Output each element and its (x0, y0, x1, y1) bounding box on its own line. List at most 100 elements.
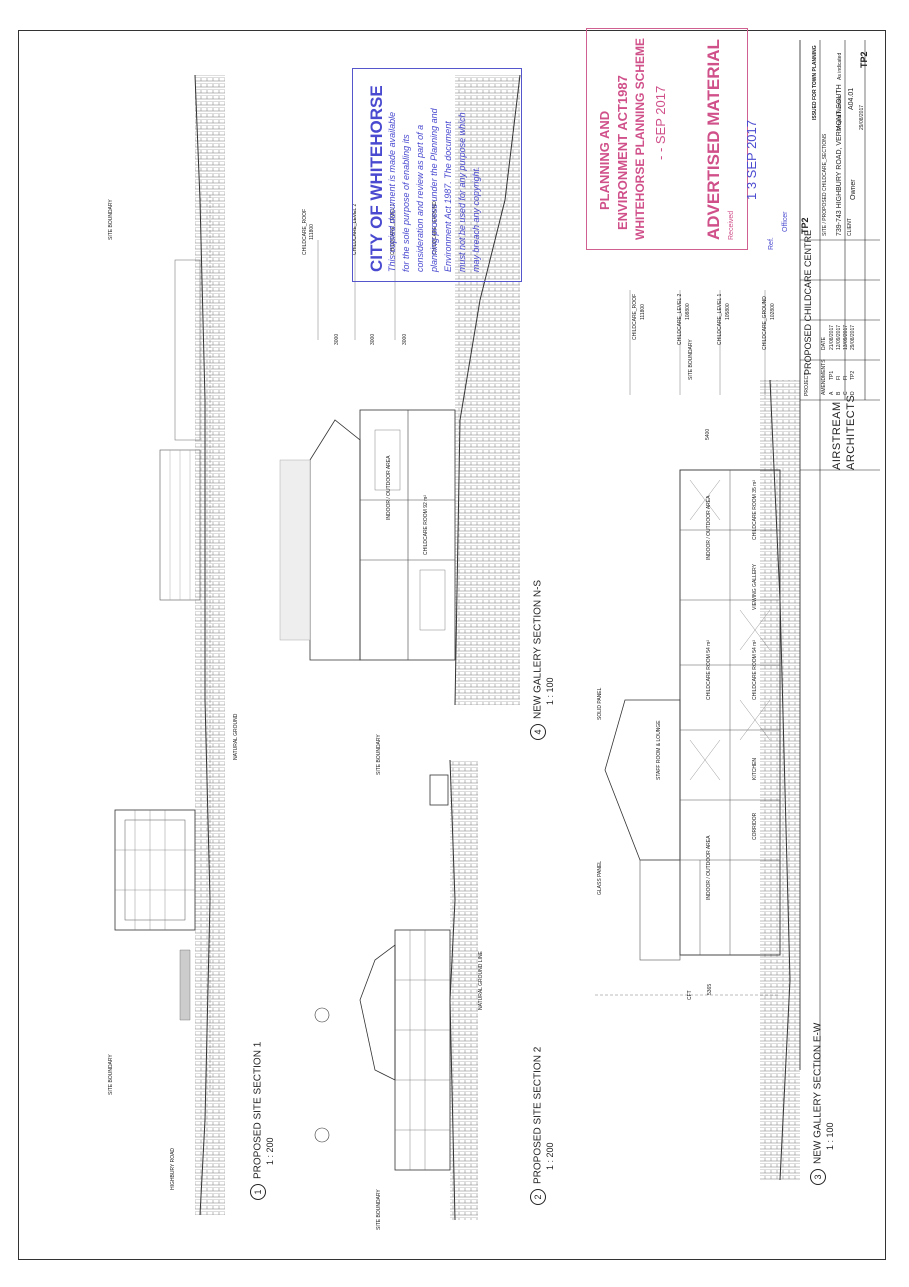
section-4-scale: 1 : 100 (545, 677, 555, 705)
glass-panel-label: GLASS PANEL (597, 860, 603, 895)
site-boundary-label-1a: SITE BOUNDARY (108, 1054, 114, 1095)
room-corridor: CORRIDOR (752, 812, 758, 840)
drawing-number: A04.01 (848, 87, 855, 110)
amendment-date: 29/08/2017 (850, 324, 856, 350)
level-l1-value-ew: 105800 (725, 303, 731, 320)
room-viewing-gallery: VIEWING GALLERY (752, 563, 758, 610)
dim-5365: 5365 (707, 983, 713, 995)
section-2-number: 2 (530, 1189, 546, 1205)
whitehorse-stamp-line-1: This copied document is made available (387, 111, 397, 272)
planning-stamp-date: - - SEP 2017 (653, 85, 668, 160)
section-4-title: 4 NEW GALLERY SECTION N-S (530, 580, 546, 740)
dim-3000-a: 3000 (334, 333, 340, 345)
ref-label: Ref. (768, 237, 775, 250)
revision: TP2 (859, 51, 869, 68)
room-indoor-outdoor-ew-a: INDOOR / OUTDOOR AREA (706, 495, 712, 560)
amendment-date: 13/09/2017 (843, 324, 849, 350)
whitehorse-stamp-title: CITY OF WHITEHORSE (367, 85, 386, 272)
issue-status: ISSUED FOR TOWN PLANNING (812, 45, 818, 120)
dim-3000-b: 3000 (370, 333, 376, 345)
amendment-desc: TP1 (829, 370, 835, 380)
level-roof-label-ew: CHILDCARE_ROOF (632, 293, 638, 340)
advertised-material-stamp: ADVERTISED MATERIAL (704, 39, 723, 240)
level-l2-value-ew: 108800 (685, 303, 691, 320)
solid-panel-label: SOLID PANEL (597, 687, 603, 720)
amendment-rev: A (829, 391, 835, 395)
room-kitchen: KITCHEN (752, 758, 758, 780)
site-boundary-label-3: SITE BOUNDARY (688, 339, 694, 380)
level-l2-label-ew: CHILDCARE_LEVEL 2 (677, 293, 683, 345)
room-childcare-35: CHILDCARE ROOM 35 m² (752, 479, 758, 540)
room-indoor-outdoor-ew-b: INDOOR / OUTDOOR AREA (706, 835, 712, 900)
received-label: Received (728, 210, 735, 240)
scale-label: As indicated (837, 52, 843, 80)
highbury-road-label: HIGHBURY ROAD (170, 1147, 176, 1190)
project-number-label: Project Number (837, 95, 843, 130)
whitehorse-stamp-line-5: Environment Act 1987. The document (443, 121, 453, 272)
amendment-rev: D (850, 391, 856, 395)
site-boundary-label-1b: SITE BOUNDARY (108, 199, 114, 240)
section-1-scale: 1 : 200 (265, 1137, 275, 1165)
whitehorse-copyright-stamp (352, 68, 522, 282)
section-1-name: PROPOSED SITE SECTION 1 (252, 1041, 264, 1179)
project-prefix: PROJECT (804, 372, 810, 396)
planning-scheme-stamp (586, 28, 748, 250)
room-childcare-92: CHILDCARE ROOM 92 m² (423, 494, 429, 555)
drawing-date: 29/08/2017 (859, 104, 865, 130)
natural-ground-line-label: NATURAL GROUND LINE (478, 951, 484, 1010)
amendment-date: 12/09/2017 (836, 324, 842, 350)
amendment-rev: C (843, 391, 849, 395)
whitehorse-stamp-line-3: consideration and review as part of a (415, 124, 425, 272)
amendment-desc: FI (836, 375, 842, 380)
site-boundary-label-2a: SITE BOUNDARY (376, 1189, 382, 1230)
planning-stamp-line-1: PLANNING AND (597, 110, 612, 210)
level-ground-value-ew: 102800 (770, 303, 776, 320)
section-3-name: NEW GALLERY SECTION E-W (812, 1022, 824, 1164)
site-boundary-label-2b: SITE BOUNDARY (376, 734, 382, 775)
gallery-section-ew (595, 290, 800, 1181)
issue-code: TP2 (800, 217, 810, 234)
amendment-desc: FI (843, 375, 849, 380)
whitehorse-stamp-line-6: must not be used for any purpose which (457, 112, 467, 272)
amendment-rev: B (836, 391, 842, 395)
sheet-label: SITE / PROPOSED CHILDCARE_SECTIONS (822, 133, 828, 236)
level-roof-value-ew: 111800 (640, 304, 646, 320)
room-staff: STAFF ROOM & LOUNGE (656, 720, 662, 780)
section-2-title: 2 PROPOSED SITE SECTION 2 (530, 1047, 546, 1205)
level-roof-value-ns: 111800 (309, 224, 315, 240)
section-4-name: NEW GALLERY SECTION N-S (532, 579, 544, 719)
room-indoor-outdoor-ns: INDOOR / OUTDOOR AREA (386, 455, 392, 520)
planning-stamp-line-3: WHITEHORSE PLANNING SCHEME (633, 37, 647, 240)
section-2-scale: 1 : 200 (545, 1142, 555, 1170)
client-name: Owner (850, 179, 857, 200)
section-4-number: 4 (530, 724, 546, 740)
whitehorse-stamp-line-2: for the sole purpose of enabling its (401, 134, 411, 272)
section-1-number: 1 (250, 1184, 266, 1200)
natural-ground-label: NATURAL GROUND (233, 713, 239, 760)
level-roof-label-ns: CHILDCARE_ROOF (302, 208, 308, 255)
client-label: CLIENT (847, 218, 853, 236)
amendment-date: 21/08/2017 (829, 324, 835, 350)
title-block-lines (799, 40, 880, 1070)
dim-3000-c: 3000 (402, 333, 408, 345)
site-section-2 (314, 759, 478, 1221)
firm-name-line-2: ARCHITECTS (845, 394, 857, 470)
site-section-1 (114, 74, 225, 1216)
project-name: PROPOSED CHILDCARE CENTRE (803, 229, 813, 375)
dim-5400: 5400 (705, 428, 711, 440)
gallery-section-ns (279, 74, 521, 706)
sheet-border (18, 30, 886, 1260)
planning-stamp-line-2: ENVIRONMENT ACT1987 (615, 75, 630, 230)
level-ground-label-ew: CHILDCARE_GROUND (762, 296, 768, 350)
section-1-title: 1 PROPOSED SITE SECTION 1 (250, 1042, 266, 1200)
whitehorse-stamp-line-7: may breach any copyright. (471, 166, 481, 272)
officer-label: Officer (782, 211, 789, 233)
section-2-name: PROPOSED SITE SECTION 2 (532, 1046, 544, 1184)
room-childcare-54b: CHILDCARE ROOM 54 m² (752, 639, 758, 700)
advertised-stamp-date: 1 3 SEP 2017 (744, 120, 759, 200)
date-header: DATE (821, 337, 827, 350)
whitehorse-stamp-line-4: planning process under the Planning and (429, 108, 439, 272)
section-3-scale: 1 : 100 (825, 1122, 835, 1150)
